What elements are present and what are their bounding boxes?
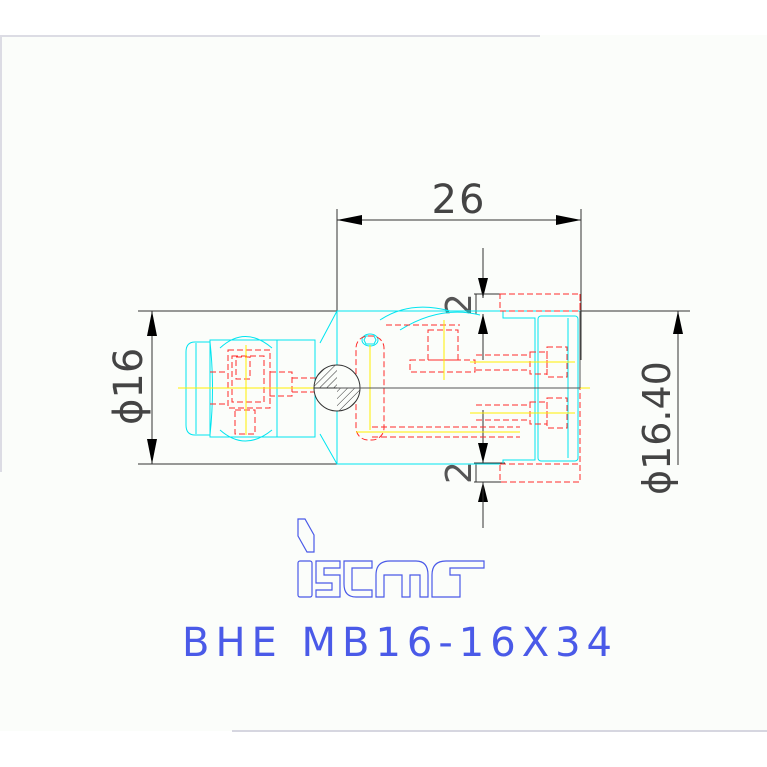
dimension-offset-top-label: 2 xyxy=(439,293,480,316)
drawing-title: BHE MB16-16X34 xyxy=(182,620,618,666)
canvas-border-top xyxy=(0,35,540,37)
dimension-diameter-head-label: ϕ16.40 xyxy=(635,361,679,495)
canvas-border-left xyxy=(0,35,2,472)
reference-lines xyxy=(337,311,581,389)
dimension-offset-bottom-label: 2 xyxy=(439,461,480,484)
brand-logo xyxy=(297,518,485,598)
dimension-diameter-shank-label: ϕ16 xyxy=(106,348,152,425)
dimension-diameter-head xyxy=(580,310,690,465)
dimension-length xyxy=(336,209,582,360)
canvas-border-bottom xyxy=(232,730,767,732)
brand-logo-text: iscar xyxy=(0,0,3,1)
dimension-length-label: 26 xyxy=(432,177,487,223)
shank-outline xyxy=(185,306,580,465)
dimension-offset-top xyxy=(474,248,505,360)
